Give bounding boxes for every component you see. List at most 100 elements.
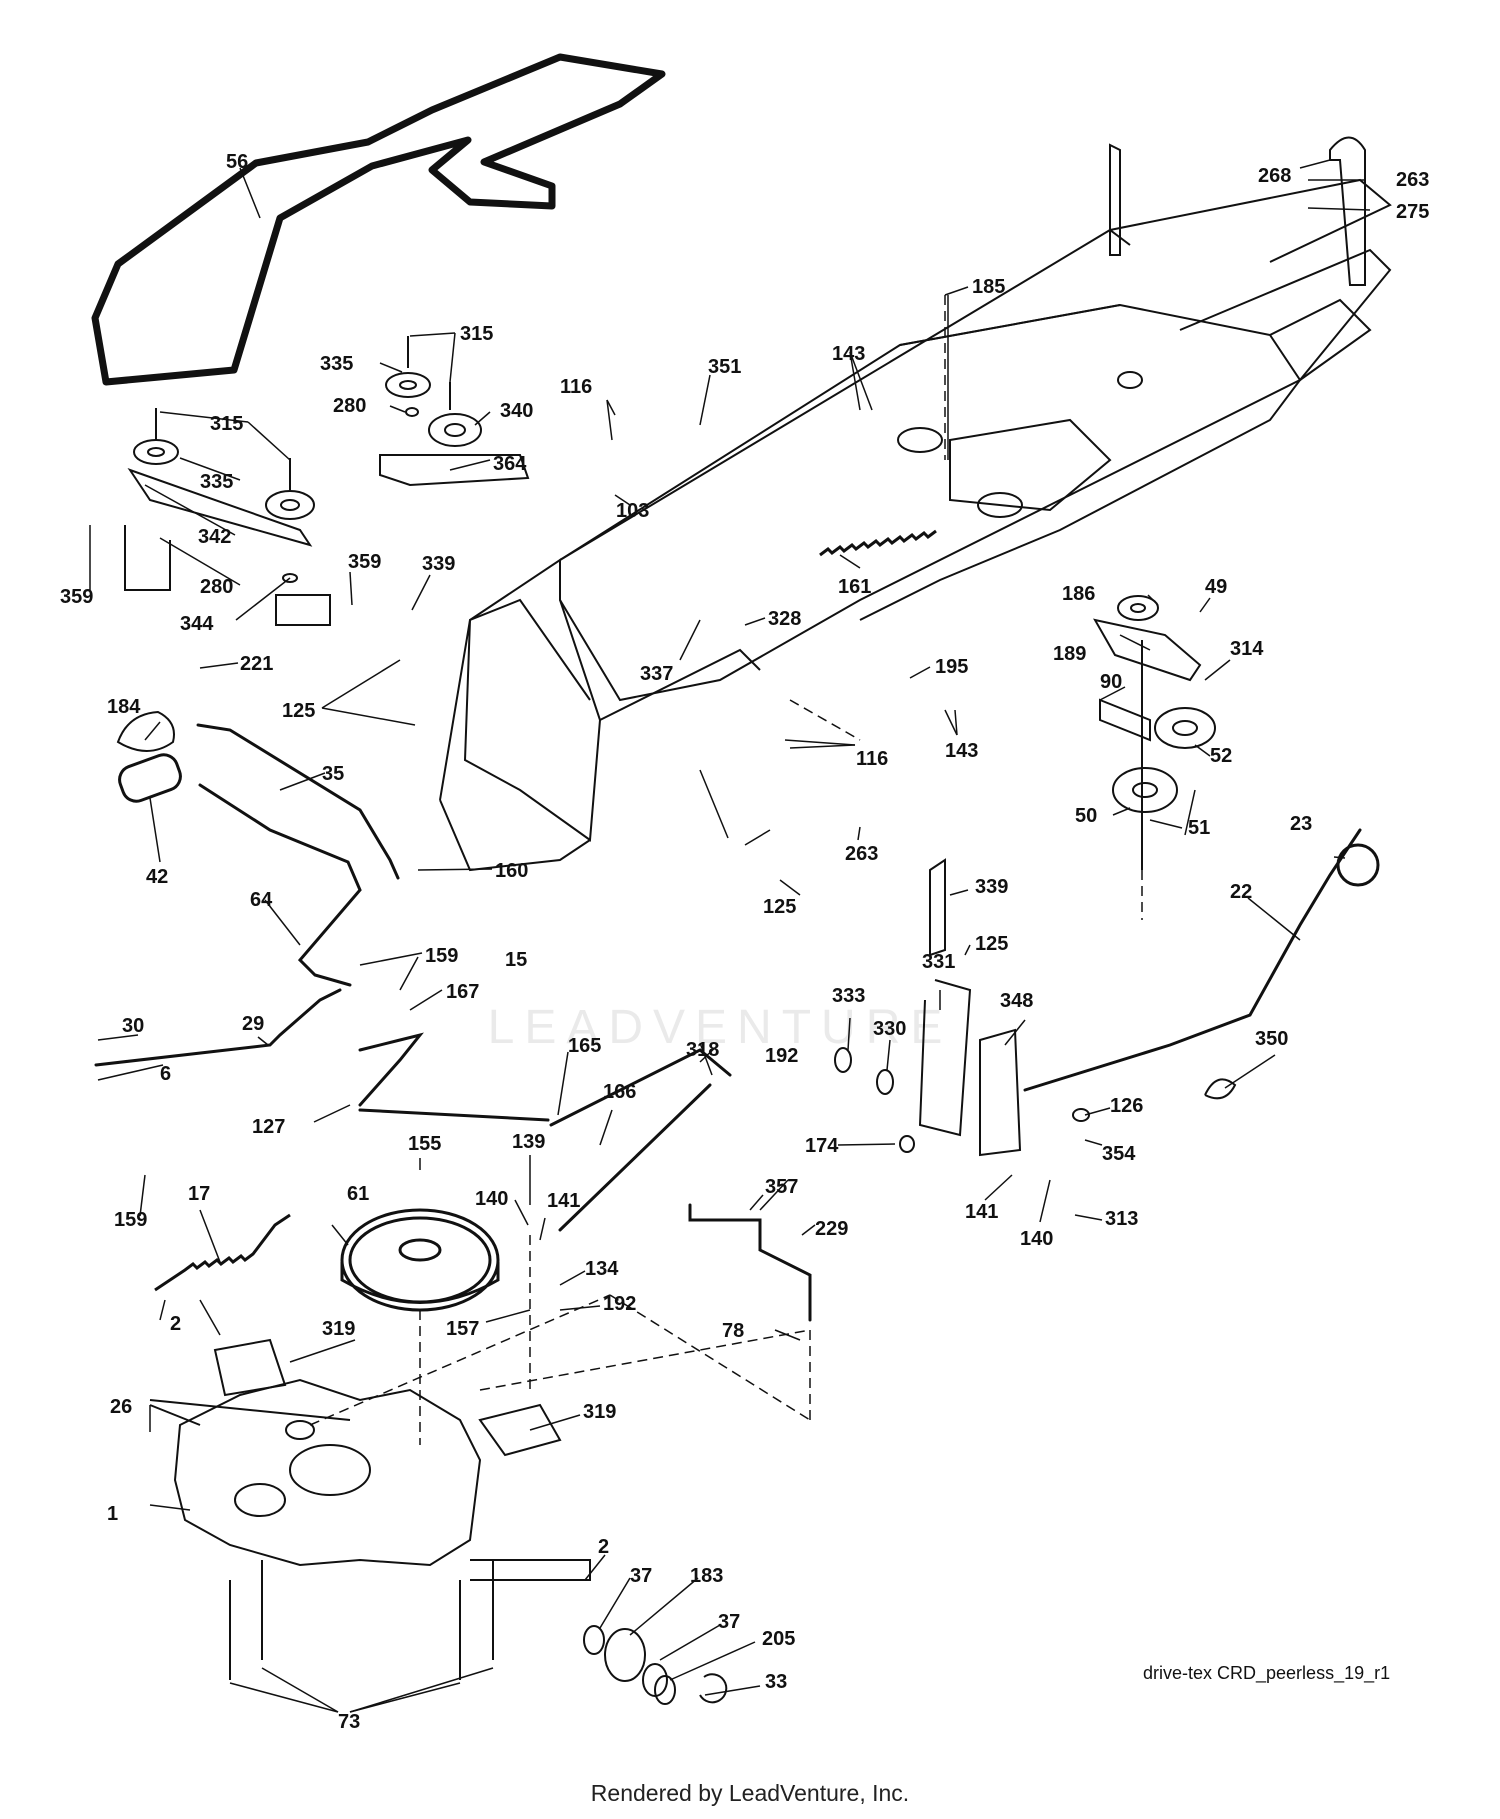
idler-pulleys-right xyxy=(1093,595,1216,870)
part-label: 116 xyxy=(560,376,592,398)
part-label: 339 xyxy=(422,553,455,575)
part-label: 340 xyxy=(500,400,533,422)
part-label: 15 xyxy=(505,949,527,971)
diagram-reference-code: drive-tex CRD_peerless_19_r1 xyxy=(1143,1663,1391,1683)
part-label: 37 xyxy=(718,1611,740,1633)
part-label: 17 xyxy=(188,1183,210,1205)
part-label: 189 xyxy=(1053,643,1086,665)
part-label: 351 xyxy=(708,356,741,378)
part-label: 314 xyxy=(1230,638,1264,660)
drive-belt-56 xyxy=(91,53,666,386)
part-label: 335 xyxy=(320,353,353,375)
part-label: 125 xyxy=(975,933,1008,955)
part-label: 275 xyxy=(1396,201,1429,223)
part-label: 344 xyxy=(180,613,214,635)
part-label: 141 xyxy=(965,1201,998,1223)
right-linkages xyxy=(834,136,1366,1157)
spring-17 xyxy=(154,1213,291,1292)
part-label: 103 xyxy=(616,500,649,522)
render-credit: Rendered by LeadVenture, Inc. xyxy=(590,1780,910,1806)
part-label: 166 xyxy=(603,1081,636,1103)
part-label: 26 xyxy=(110,1396,132,1418)
part-label: 23 xyxy=(1290,813,1312,835)
part-label: 359 xyxy=(60,586,93,608)
part-label: 52 xyxy=(1210,745,1232,767)
part-label: 90 xyxy=(1100,671,1122,693)
main-pulley-61 xyxy=(340,1208,500,1312)
part-label: 126 xyxy=(1110,1095,1143,1117)
part-label: 229 xyxy=(815,1218,848,1240)
handle-grip-42 xyxy=(118,753,182,803)
part-label: 205 xyxy=(762,1628,795,1650)
part-label: 157 xyxy=(446,1318,479,1340)
part-label: 29 xyxy=(242,1013,264,1035)
part-label: 280 xyxy=(333,395,366,417)
part-labels: 56 315 335 280 340 364 315 335 342 280 3… xyxy=(60,151,1429,1733)
part-label: 354 xyxy=(1102,1143,1136,1165)
idler-pulleys-left xyxy=(124,336,530,626)
part-label: 192 xyxy=(765,1045,798,1067)
part-label: 37 xyxy=(630,1565,652,1587)
part-label: 313 xyxy=(1105,1208,1138,1230)
part-label: 78 xyxy=(722,1320,744,1342)
part-label: 125 xyxy=(763,896,796,918)
part-label: 2 xyxy=(598,1536,609,1558)
part-label: 186 xyxy=(1062,583,1095,605)
control-rods xyxy=(94,723,1362,1322)
part-label: 342 xyxy=(198,526,231,548)
part-label: 330 xyxy=(873,1018,906,1040)
part-label: 335 xyxy=(200,471,233,493)
part-label: 337 xyxy=(640,663,673,685)
part-label: 33 xyxy=(765,1671,787,1693)
spring-161 xyxy=(819,529,937,557)
watermark: LEADVENTURE xyxy=(487,1001,953,1054)
transaxle-1 xyxy=(149,1338,591,1680)
part-label: 348 xyxy=(1000,990,1033,1012)
part-label: 280 xyxy=(200,576,233,598)
part-label: 2 xyxy=(170,1313,181,1335)
part-label: 42 xyxy=(146,866,168,888)
part-label: 167 xyxy=(446,981,479,1003)
part-label: 359 xyxy=(348,551,381,573)
part-label: 315 xyxy=(210,413,243,435)
part-label: 35 xyxy=(322,763,344,785)
part-label: 221 xyxy=(240,653,273,675)
part-label: 160 xyxy=(495,860,528,882)
part-label: 318 xyxy=(686,1039,719,1061)
part-label: 64 xyxy=(250,889,273,911)
part-label: 357 xyxy=(765,1176,798,1198)
part-label: 134 xyxy=(585,1258,619,1280)
assembly-dashed-lines xyxy=(309,295,1143,1445)
part-label: 185 xyxy=(972,276,1005,298)
part-label: 50 xyxy=(1075,805,1097,827)
part-label: 6 xyxy=(160,1063,171,1085)
part-label: 49 xyxy=(1205,576,1227,598)
part-label: 51 xyxy=(1188,817,1210,839)
part-label: 159 xyxy=(425,945,458,967)
part-label: 22 xyxy=(1230,881,1252,903)
part-label: 1 xyxy=(107,1503,118,1525)
part-label: 350 xyxy=(1255,1028,1288,1050)
knob-184 xyxy=(116,710,175,752)
part-label: 140 xyxy=(1020,1228,1053,1250)
chassis-frame xyxy=(439,178,1392,872)
part-label: 263 xyxy=(845,843,878,865)
knob-23 xyxy=(1336,843,1380,887)
part-label: 141 xyxy=(547,1190,580,1212)
part-label: 155 xyxy=(408,1133,441,1155)
part-label: 184 xyxy=(107,696,141,718)
part-label: 73 xyxy=(338,1711,360,1733)
part-label: 140 xyxy=(475,1188,508,1210)
part-label: 364 xyxy=(493,453,527,475)
leader-lines xyxy=(89,159,1371,1713)
part-label: 127 xyxy=(252,1116,285,1138)
part-label: 263 xyxy=(1396,169,1429,191)
part-label: 333 xyxy=(832,985,865,1007)
part-label: 268 xyxy=(1258,165,1291,187)
part-label: 319 xyxy=(583,1401,616,1423)
part-label: 143 xyxy=(832,343,865,365)
part-label: 143 xyxy=(945,740,978,762)
part-label: 125 xyxy=(282,700,315,722)
